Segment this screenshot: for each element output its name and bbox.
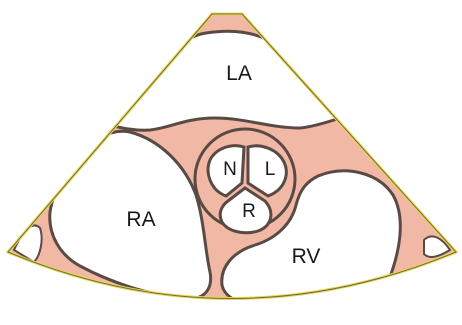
label-r: R (242, 201, 256, 222)
non-coronary-cusp (206, 144, 246, 198)
left-atrium-chamber (101, 29, 343, 132)
right-ventricle-chamber (220, 169, 402, 299)
label-l: L (265, 159, 276, 180)
left-coronary-cusp (246, 144, 288, 198)
ultrasound-sector-inner-edge (7, 13, 457, 299)
right-corner-pocket (423, 235, 452, 258)
label-ra: RA (126, 208, 155, 231)
label-rv: RV (292, 245, 321, 268)
right-coronary-cusp (218, 186, 273, 235)
label-la: LA (226, 62, 252, 85)
label-n: N (223, 159, 237, 180)
